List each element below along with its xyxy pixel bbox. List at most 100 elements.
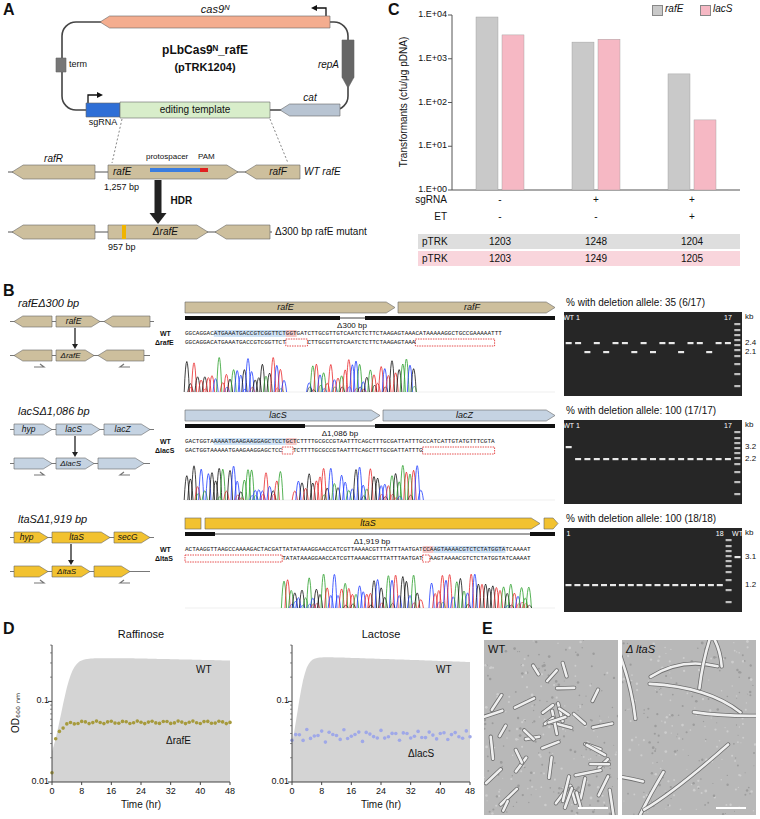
chromatogram-peak <box>202 491 207 500</box>
micrograph-speck <box>499 789 500 790</box>
gene-arrow-shape <box>100 16 330 28</box>
micrograph-speck <box>563 735 565 737</box>
deletion-box <box>185 555 282 562</box>
micrograph-speck <box>540 786 542 788</box>
promoter-arrow <box>311 5 317 11</box>
micrograph-speck <box>727 775 728 776</box>
micrograph-speck <box>629 709 630 710</box>
gene-name: lacZ <box>385 410 544 421</box>
axis-tick <box>50 757 52 758</box>
micrograph-speck <box>568 647 571 650</box>
scale-bar <box>716 807 746 809</box>
gel-band <box>584 458 590 460</box>
connector-line <box>74 436 75 452</box>
micrograph-speck <box>718 767 719 768</box>
mutant-growth-point <box>409 736 413 740</box>
micrograph-speck <box>485 706 488 709</box>
legend-swatch <box>700 5 711 16</box>
chromatogram-peak <box>322 495 327 500</box>
gene-arrow: hyp <box>14 424 52 435</box>
gene-arrow-shape <box>114 532 150 543</box>
micrograph-speck <box>643 713 644 714</box>
micrograph-speck <box>535 789 536 790</box>
primer-arrow <box>34 364 44 367</box>
text-label: kb <box>745 420 753 429</box>
promoter-arrow <box>88 95 97 103</box>
text-label: 1203 <box>489 236 511 248</box>
micrograph-speck <box>738 735 739 736</box>
micrograph-speck <box>553 791 554 792</box>
gene-arrow-shape <box>14 566 48 577</box>
micrograph-speck <box>690 729 692 731</box>
gene-name: secG <box>116 532 139 543</box>
micrograph-speck <box>658 656 660 658</box>
axis-tick <box>290 719 292 720</box>
chromatogram-peak <box>379 588 384 608</box>
mutant-growth-point <box>210 722 214 726</box>
micrograph-speck <box>715 656 717 658</box>
micrograph-speck <box>643 709 645 711</box>
chromatogram-peak <box>253 495 258 500</box>
micrograph-speck <box>543 773 545 775</box>
micrograph-speck <box>564 680 565 681</box>
chromatogram-peak <box>307 383 312 392</box>
gel-band <box>575 342 581 344</box>
micrograph-speck <box>688 755 689 756</box>
gel-band <box>734 323 740 325</box>
gene-arrow-shape <box>12 225 95 239</box>
micrograph-speck <box>676 682 678 684</box>
micrograph-speck <box>591 719 593 721</box>
gene-arrow: cas9ᴺ <box>100 16 330 28</box>
chromatogram-peak <box>383 387 388 392</box>
micrograph-speck <box>517 784 520 787</box>
gene-arrow-shape <box>342 40 354 88</box>
micrograph-speck <box>744 794 746 796</box>
micrograph-speck <box>658 735 660 737</box>
micrograph-speck <box>548 683 549 684</box>
text-label: Δ300 bp <box>337 321 367 330</box>
micrograph-speck <box>731 755 733 757</box>
micrograph-speck <box>683 749 684 750</box>
micrograph-speck <box>674 750 677 753</box>
micrograph-speck <box>664 647 666 649</box>
bacterial-cell <box>651 664 718 677</box>
chromatogram-peak <box>271 494 276 500</box>
micrograph-speck <box>554 779 556 781</box>
gene-arrow: ltaS <box>205 518 540 529</box>
text-label: Time (hr) <box>121 799 161 811</box>
chromatogram-peak <box>458 578 463 608</box>
gene-name: sgRNA <box>89 118 118 128</box>
text-label: ET <box>434 211 447 223</box>
chromatogram-peak <box>239 498 244 500</box>
gene-arrow: rafR <box>12 165 95 179</box>
text-label: + <box>593 194 599 206</box>
mutant-growth-point <box>191 719 195 723</box>
mutant-growth-point <box>364 731 368 735</box>
mutant-growth-point <box>383 736 387 740</box>
gel-image <box>564 312 742 396</box>
text-label: protospacer <box>146 152 188 161</box>
axis-tick <box>141 782 142 785</box>
dna-sequence: GGCAGGACATGAAATGACCGTCGGTTCTGGTGATCTTGCG… <box>185 331 502 337</box>
panel-letter: A <box>3 1 15 19</box>
micrograph-speck <box>670 699 672 701</box>
text-label: 0.01 <box>271 776 289 786</box>
gene-arrow: ΔltaS <box>52 566 90 577</box>
chromatogram-peak <box>347 387 352 392</box>
mutant-growth-point <box>54 737 58 741</box>
gene-arrow-shape <box>108 165 238 179</box>
primer-arrow <box>120 580 130 583</box>
micrograph-speck <box>721 690 722 691</box>
micrograph-speck <box>671 732 672 733</box>
gene-name: hyp <box>16 532 37 543</box>
text-label: WT <box>160 546 171 554</box>
chromatogram-peak <box>278 389 283 393</box>
chromatogram-baseline <box>185 608 555 609</box>
mutant-growth-point <box>184 722 188 726</box>
mutant-growth-point <box>357 730 361 734</box>
micrograph-speck <box>593 730 595 732</box>
text-label: 1,257 bp <box>104 182 139 192</box>
chromatogram-peak <box>245 359 250 392</box>
dna-sequence: GACTGGTAAAAATGAAGAAGGAGCTCC TCTTTTGCGCCG… <box>185 448 423 454</box>
chromatogram-peak <box>321 574 326 608</box>
